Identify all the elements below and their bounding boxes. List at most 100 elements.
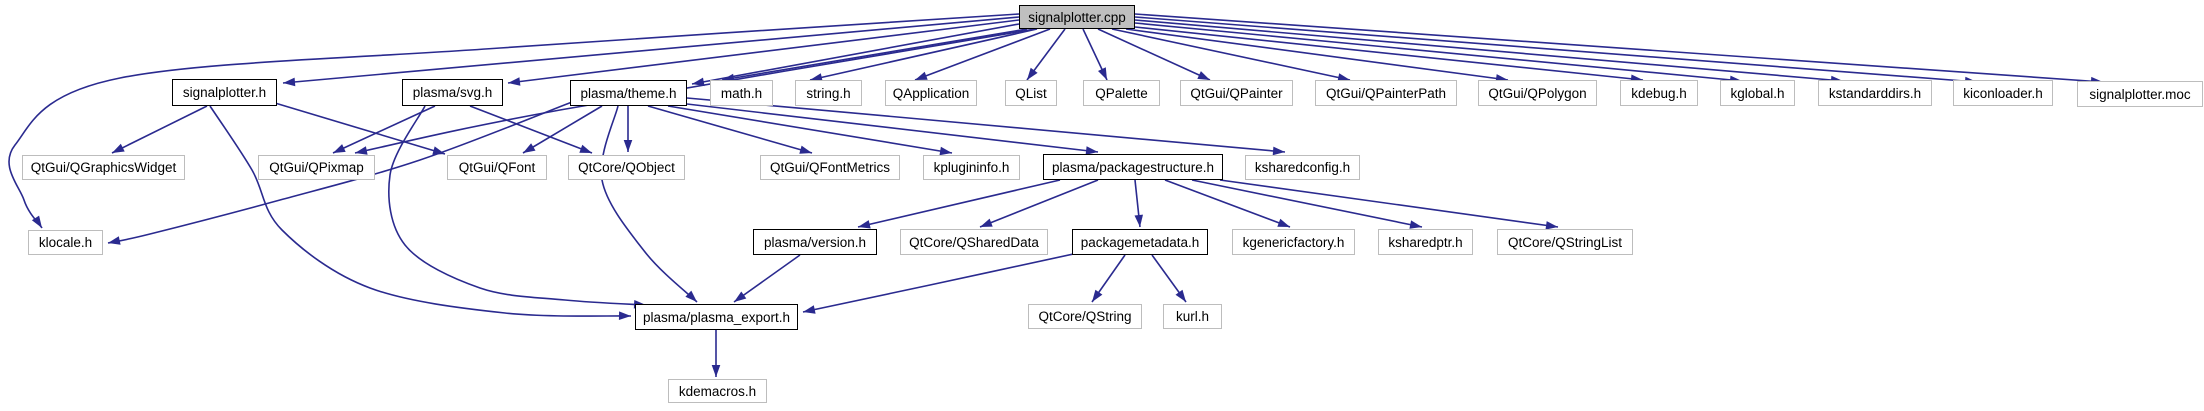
edge-cpp-string <box>809 28 1038 81</box>
arrowhead-theme-ksharedconfig <box>1272 146 1285 156</box>
edge-sph-qgraphicswidget <box>111 105 208 154</box>
node-kglobal: kglobal.h <box>1720 80 1795 106</box>
edge-version-plasma_export <box>733 254 801 303</box>
arrowhead-packagestructure-version <box>858 220 871 229</box>
node-kurl: kurl.h <box>1163 304 1222 329</box>
node-theme[interactable]: plasma/theme.h <box>570 80 687 106</box>
node-packagestructure[interactable]: plasma/packagestructure.h <box>1043 154 1223 180</box>
node-kplugininfo: kplugininfo.h <box>923 155 1020 180</box>
arrowhead-theme-packagestructure <box>1085 146 1098 155</box>
arrowhead-packagestructure-qstringlist <box>1545 221 1558 230</box>
node-qgraphicswidget: QtGui/QGraphicsWidget <box>22 155 185 180</box>
node-qstringlist: QtCore/QStringList <box>1497 229 1633 255</box>
node-string: string.h <box>795 80 862 106</box>
edge-packagestructure-ksharedptr <box>1191 179 1423 228</box>
arrowhead-plasma_export-kdemacros <box>711 365 721 377</box>
node-qapplication: QApplication <box>885 80 977 106</box>
edge-cpp-moc <box>1134 13 2104 83</box>
arrowhead-packagestructure-ksharedptr <box>1409 220 1422 229</box>
arrowhead-packagestructure-qshareddata <box>980 218 993 227</box>
edge-cpp-qpainter <box>1097 28 1211 81</box>
arrowhead-sph-plasma_export <box>618 311 631 320</box>
arrowhead-svg-qpixmap <box>333 144 346 153</box>
node-packagemetadata[interactable]: packagemetadata.h <box>1072 229 1208 255</box>
edge-cpp-klocale <box>8 13 1020 229</box>
node-qshareddata: QtCore/QSharedData <box>900 229 1048 255</box>
arrowhead-packagemetadata-kurl <box>1175 289 1186 302</box>
node-qpixmap: QtGui/QPixmap <box>258 155 375 180</box>
edge-cpp-qpainterpath <box>1111 28 1351 81</box>
arrowhead-packagestructure-packagemetadata <box>1134 214 1143 227</box>
arrowhead-packagemetadata-qstring <box>1092 289 1103 302</box>
edge-cpp-sph <box>282 16 1020 84</box>
arrowhead-cpp-qpalette <box>1098 67 1107 80</box>
edge-theme-qfont <box>522 105 603 154</box>
edge-packagestructure-qstringlist <box>1219 179 1559 228</box>
node-qpolygon: QtGui/QPolygon <box>1478 80 1597 106</box>
arrowhead-theme-qfontmetrics <box>799 145 812 154</box>
edge-sph-plasma_export <box>209 105 632 317</box>
edge-cpp-kiconloader <box>1134 16 1978 83</box>
arrowhead-theme-qfont <box>523 143 536 153</box>
arrowhead-cpp-svg <box>508 77 521 86</box>
edge-theme-ksharedconfig <box>686 97 1286 153</box>
node-sph[interactable]: signalplotter.h <box>172 79 277 106</box>
node-cpp: signalplotter.cpp <box>1019 5 1135 29</box>
edge-packagestructure-qshareddata <box>979 179 1099 228</box>
edge-cpp-kdebug <box>1134 26 1644 81</box>
arrowhead-cpp-sph <box>283 77 296 87</box>
edge-cpp-qpolygon <box>1125 28 1509 81</box>
edge-theme-klocale <box>107 101 573 244</box>
node-qfontmetrics: QtGui/QFontMetrics <box>760 155 900 180</box>
arrowhead-packagemetadata-plasma_export <box>803 305 816 314</box>
arrowhead-cpp-qpainter <box>1197 71 1210 80</box>
arrowhead-version-plasma_export <box>734 291 747 302</box>
node-math: math.h <box>710 80 773 106</box>
edge-svg-qobject <box>469 105 593 154</box>
edge-packagestructure-kgenericfactory <box>1164 179 1291 228</box>
edge-theme-plasma_export <box>600 105 698 303</box>
node-qpainter: QtGui/QPainter <box>1180 80 1293 106</box>
edge-svg-qpixmap <box>332 105 436 154</box>
arrowhead-cpp-klocale <box>31 215 42 228</box>
arrowhead-packagestructure-kgenericfactory <box>1277 218 1290 227</box>
arrowhead-cpp-qlist <box>1027 67 1038 80</box>
node-qstring: QtCore/QString <box>1028 304 1142 329</box>
node-moc: signalplotter.moc <box>2077 81 2203 107</box>
edge-cpp-theme <box>691 23 1020 85</box>
arrowhead-theme-plasma_export <box>685 290 697 302</box>
edge-theme-qfontmetrics <box>647 105 813 154</box>
node-version[interactable]: plasma/version.h <box>753 229 877 255</box>
node-kdebug: kdebug.h <box>1620 80 1698 106</box>
arrowhead-theme-kplugininfo <box>939 146 952 156</box>
node-qlist: QList <box>1005 80 1057 106</box>
node-svg[interactable]: plasma/svg.h <box>402 79 503 106</box>
node-ksharedptr: ksharedptr.h <box>1378 229 1473 255</box>
node-ksharedconfig: ksharedconfig.h <box>1245 155 1360 180</box>
node-qpalette: QPalette <box>1083 80 1160 106</box>
node-plasma_export[interactable]: plasma/plasma_export.h <box>635 304 798 330</box>
arrowhead-svg-qobject <box>579 144 592 153</box>
node-kgenericfactory: kgenericfactory.h <box>1232 229 1355 255</box>
arrowhead-cpp-string <box>810 73 823 82</box>
edge-cpp-kglobal <box>1134 22 1743 82</box>
node-klocale: klocale.h <box>28 230 103 255</box>
edge-packagestructure-version <box>857 179 1061 228</box>
edge-cpp-kstandarddirs <box>1134 19 1844 82</box>
arrowhead-cpp-qpixmap <box>355 146 368 155</box>
arrowhead-sph-qgraphicswidget <box>112 143 125 153</box>
node-kstandarddirs: kstandarddirs.h <box>1818 80 1932 106</box>
edge-packagemetadata-plasma_export <box>802 252 1079 313</box>
arrowhead-theme-qobject <box>623 140 633 152</box>
node-kiconloader: kiconloader.h <box>1953 80 2053 106</box>
node-qpainterpath: QtGui/QPainterPath <box>1315 80 1457 106</box>
edge-cpp-qapplication <box>914 28 1051 81</box>
edge-theme-kplugininfo <box>667 105 953 154</box>
node-qfont: QtGui/QFont <box>447 155 547 180</box>
edge-cpp-svg <box>507 19 1020 84</box>
arrowhead-cpp-theme <box>692 77 705 87</box>
edge-cpp-math <box>721 28 1028 81</box>
node-kdemacros: kdemacros.h <box>668 379 767 403</box>
